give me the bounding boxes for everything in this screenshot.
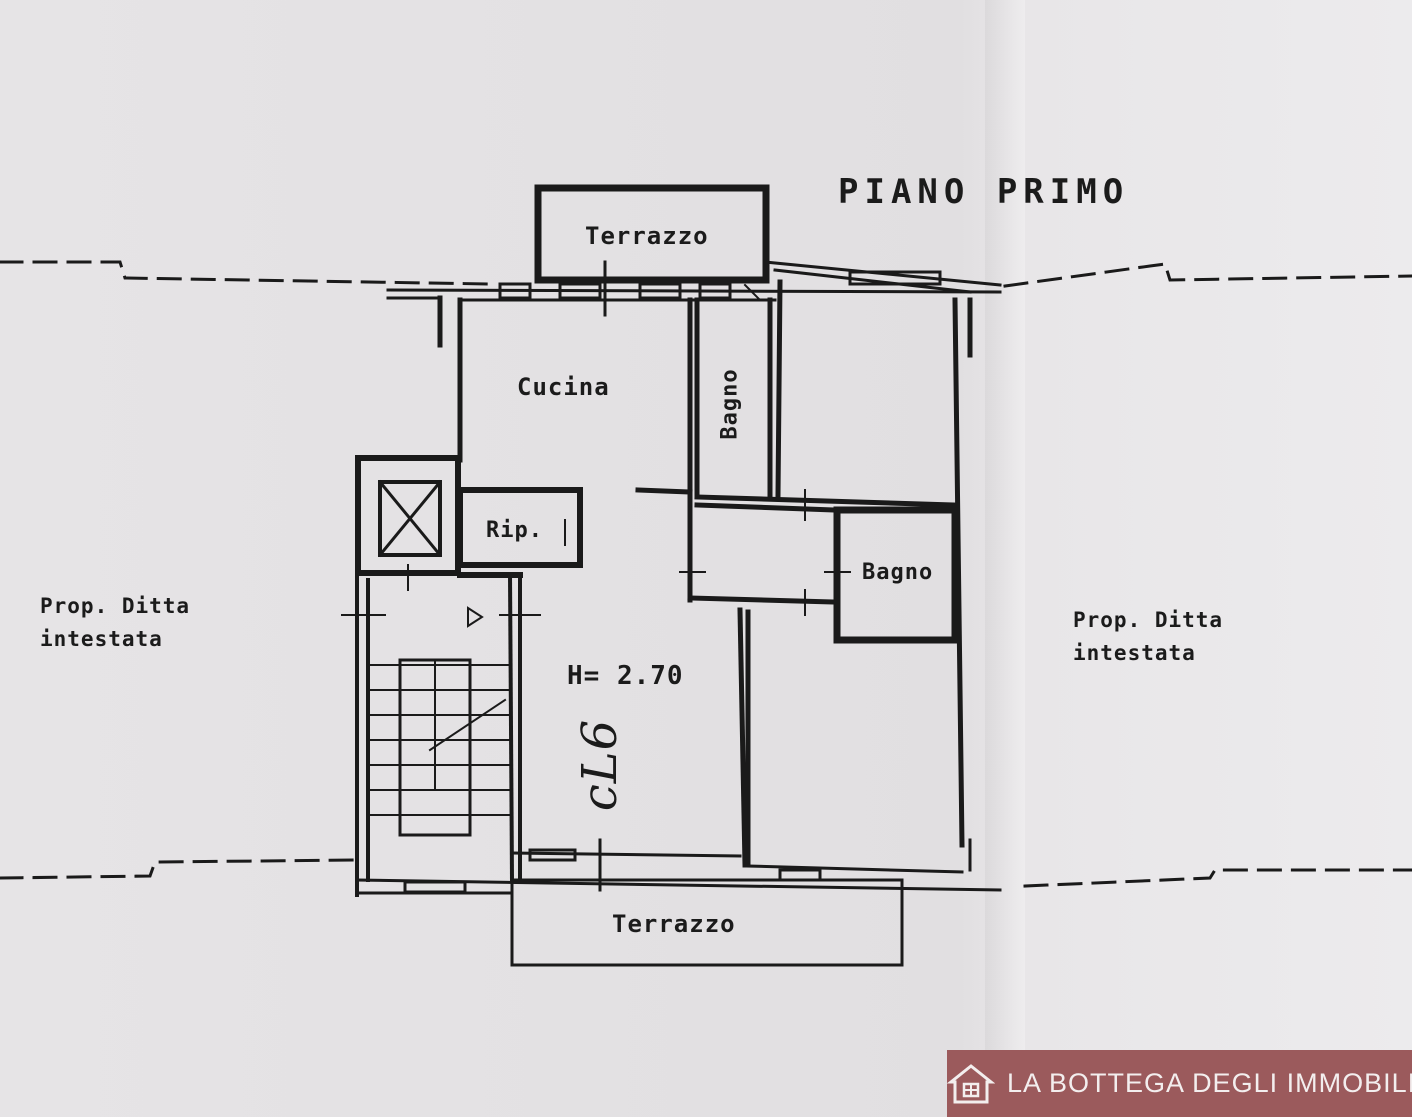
floor-title: PIANO PRIMO <box>838 172 1130 212</box>
neighbor-right-line2: intestata <box>1073 641 1196 665</box>
house-icon <box>947 1050 995 1117</box>
room-label-storage: Rip. <box>486 518 543 543</box>
room-label-bathroom-2: Bagno <box>862 560 934 585</box>
elevator-shaft <box>355 455 461 576</box>
neighbor-left-line1: Prop. Ditta <box>40 594 191 618</box>
brand-name: LA BOTTEGA DEGLI IMMOBILI <box>1007 1068 1412 1098</box>
stairwell <box>355 572 522 897</box>
room-label-kitchen: Cucina <box>517 373 610 401</box>
facade-bottom <box>355 838 1002 895</box>
neighbor-left-line2: intestata <box>40 627 163 651</box>
neighbor-right-line1: Prop. Ditta <box>1073 608 1224 632</box>
handwritten-note: cL6 <box>572 718 628 812</box>
bathroom-2-outline <box>833 506 959 644</box>
facade-top <box>386 260 1002 317</box>
paper-fold <box>985 0 1025 1117</box>
neighbor-label-right: Prop. Ditta intestata <box>1073 604 1223 670</box>
neighbor-boundary-top <box>0 260 1412 288</box>
neighbor-label-left: Prop. Ditta intestata <box>40 590 190 656</box>
terrace-top-outline <box>534 184 770 284</box>
room-label-bathroom-1: Bagno <box>717 368 743 440</box>
neighbor-boundary-bottom <box>0 858 1412 888</box>
opening-marks <box>341 283 851 616</box>
ceiling-height-note: H= 2.70 <box>567 661 684 691</box>
room-label-terrace-top: Terrazzo <box>585 222 709 250</box>
room-label-terrace-bottom: Terrazzo <box>612 910 736 938</box>
terrace-bottom-outline <box>510 878 904 967</box>
brand-watermark: LA BOTTEGA DEGLI IMMOBILI <box>947 1050 1412 1117</box>
